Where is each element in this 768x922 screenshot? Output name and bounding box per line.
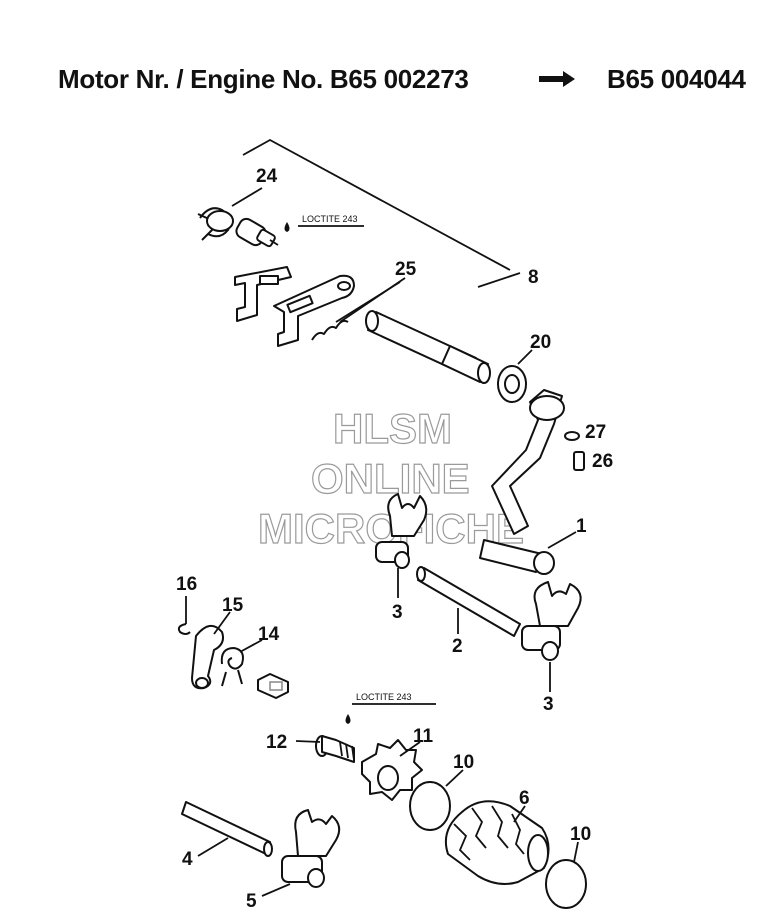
page-header: Motor Nr. / Engine No. B65 002273 B65 00…: [0, 64, 768, 104]
part-11-star-wheel: [361, 739, 423, 801]
callout-27: 27: [585, 422, 606, 443]
part-10-shim-left: [409, 781, 451, 831]
part-12-bolt: [315, 735, 355, 763]
callout-5: 5: [246, 891, 257, 912]
callout-1: 1: [576, 516, 587, 537]
shift-shaft: [365, 310, 491, 384]
callout-16: 16: [176, 574, 197, 595]
watermark-line1: HLSM: [333, 405, 452, 452]
part-4-rail: [181, 801, 273, 857]
watermark: HLSM ONLINE MICROFICHE: [257, 404, 524, 552]
right-arrow-icon: [539, 71, 575, 87]
shift-plate-lower: [273, 274, 355, 347]
part-14-spring: [220, 647, 244, 687]
callout-4: 4: [182, 849, 193, 870]
callout-10-left: 10: [453, 752, 474, 773]
loctite-label-bottom: LOCTITE 243: [356, 692, 412, 702]
part-27-washer: [564, 431, 580, 441]
callout-11: 11: [413, 726, 434, 747]
engine-number-range-end: B65 004044: [607, 64, 746, 94]
callout-6: 6: [519, 788, 530, 809]
stud-bolt: [257, 673, 289, 699]
leader-lines: [185, 187, 579, 897]
callout-26: 26: [592, 451, 613, 472]
callout-12: 12: [266, 732, 287, 753]
watermark-line2: ONLINE: [311, 455, 470, 502]
part-6-shift-drum: [444, 800, 550, 885]
callout-3-upper: 3: [392, 602, 403, 623]
shift-fork-upper: [375, 493, 428, 569]
shift-fork-right: [521, 581, 582, 661]
part-15-lever: [191, 625, 224, 690]
callout-3-lower: 3: [543, 694, 554, 715]
part-16-clip: [177, 623, 191, 635]
callout-14: 14: [258, 624, 280, 645]
callout-10-right: 10: [570, 824, 591, 845]
callout-20: 20: [530, 332, 551, 353]
callout-15: 15: [222, 595, 244, 616]
callout-8: 8: [528, 267, 539, 288]
part-24-spring: [197, 207, 234, 241]
engine-number-range-start: Motor Nr. / Engine No. B65 002273: [58, 64, 469, 94]
shift-plate-upper: [234, 266, 292, 322]
part-2-shift-rail: [416, 566, 521, 637]
group-bracket-8: [242, 138, 521, 288]
part-5-fork: [281, 809, 341, 888]
callout-2: 2: [452, 636, 463, 657]
loctite-drop-bottom: LOCTITE 243: [345, 692, 436, 724]
callout-24: 24: [256, 166, 278, 187]
part-20-seal: [497, 349, 533, 403]
callout-numbers: 24 25 8 20 27 26 1 3 2 3 16 15 14 12 11 …: [176, 166, 613, 912]
part-10-shim-right: [545, 859, 587, 909]
part-24-bolt: [235, 217, 279, 248]
callout-25: 25: [395, 259, 417, 280]
loctite-drop-top: LOCTITE 243: [284, 214, 364, 232]
part-26-screw: [573, 451, 585, 471]
loctite-label-top: LOCTITE 243: [302, 214, 358, 224]
part-1-shift-lever: [479, 389, 565, 575]
